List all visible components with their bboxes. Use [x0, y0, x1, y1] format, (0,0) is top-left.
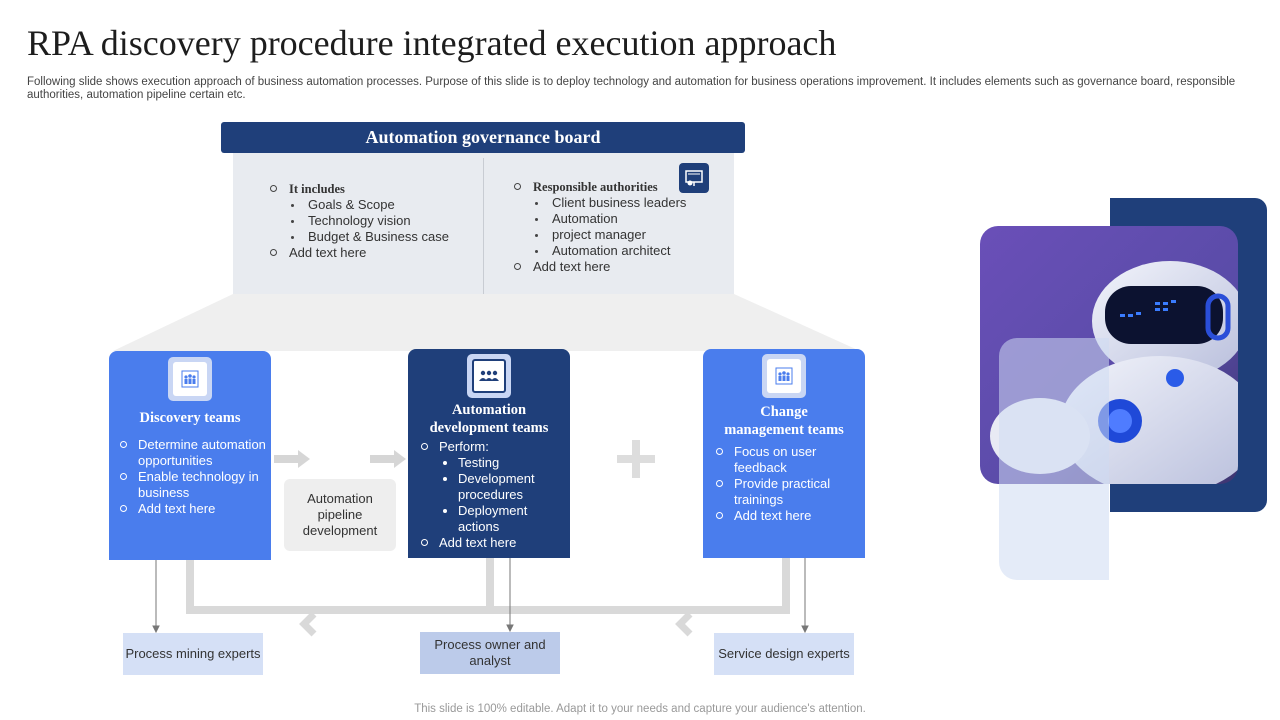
governance-board-header: Automation governance board [221, 122, 745, 153]
list-item: Goals & Scope [270, 197, 449, 213]
card-title-line: management teams [724, 422, 844, 438]
presentation-board-icon [679, 163, 709, 193]
card-title-line: Automation [451, 402, 527, 418]
includes-heading: It includes [270, 181, 449, 197]
card-title-line: development teams [429, 420, 549, 436]
list-item: Development procedures [420, 471, 568, 503]
card-title: Discovery teams [139, 410, 241, 426]
list-item: Determine automation opportunities [119, 437, 267, 469]
down-arrow-icon [801, 558, 809, 634]
list-item: Client business leaders [514, 195, 686, 211]
team-icon [168, 357, 212, 401]
funnel-shape [113, 294, 860, 351]
list-item: project manager [514, 227, 686, 243]
list-item: Perform: [420, 439, 568, 455]
down-arrow-icon [506, 558, 514, 633]
slide-subtitle: Following slide shows execution approach… [27, 76, 1236, 101]
process-owner-box: Process owner and analyst [420, 632, 560, 674]
feedback-connector [186, 558, 790, 614]
automation-development-teams-card: Automation development teams Perform: Te… [408, 349, 570, 558]
governance-includes: It includes Goals & Scope Technology vis… [270, 181, 449, 261]
card-title: Change management teams [703, 403, 865, 439]
list-item: Testing [420, 455, 568, 471]
list-item: Add text here [270, 245, 449, 261]
right-arrow-icon [370, 450, 406, 468]
left-chevron-icon [675, 611, 693, 637]
list-item: Add text here [715, 508, 855, 524]
group-meeting-icon [467, 354, 511, 398]
right-arrow-icon [274, 450, 310, 468]
list-item: Technology vision [270, 213, 449, 229]
list-item: Budget & Business case [270, 229, 449, 245]
list-item: Automation [514, 211, 686, 227]
list-item: Provide practical trainings [715, 476, 855, 508]
service-design-experts-box: Service design experts [714, 633, 854, 675]
discovery-teams-card: Discovery teams Determine automation opp… [109, 351, 271, 560]
governance-authorities: Responsible authorities Client business … [514, 179, 686, 275]
list-item: Add text here [119, 501, 267, 517]
divider [483, 158, 484, 294]
process-mining-experts-box: Process mining experts [123, 633, 263, 675]
team-icon [762, 354, 806, 398]
left-chevron-icon [299, 611, 317, 637]
change-management-teams-card: Change management teams Focus on user fe… [703, 349, 865, 558]
slide-title: RPA discovery procedure integrated execu… [27, 23, 837, 63]
slide-footer: This slide is 100% editable. Adapt it to… [414, 703, 866, 715]
automation-pipeline-box: Automation pipeline development [284, 479, 396, 551]
list-item: Deployment actions [420, 503, 568, 535]
plus-icon [617, 440, 655, 478]
card-title-line: Change [760, 404, 808, 420]
card-title: Automation development teams [408, 401, 570, 437]
list-item: Enable technology in business [119, 469, 267, 501]
list-item: Add text here [514, 259, 686, 275]
decorative-overlay [999, 338, 1109, 580]
down-arrow-icon [152, 560, 160, 634]
list-item: Focus on user feedback [715, 444, 855, 476]
list-item: Automation architect [514, 243, 686, 259]
authorities-heading: Responsible authorities [514, 179, 686, 195]
list-item: Add text here [420, 535, 568, 551]
